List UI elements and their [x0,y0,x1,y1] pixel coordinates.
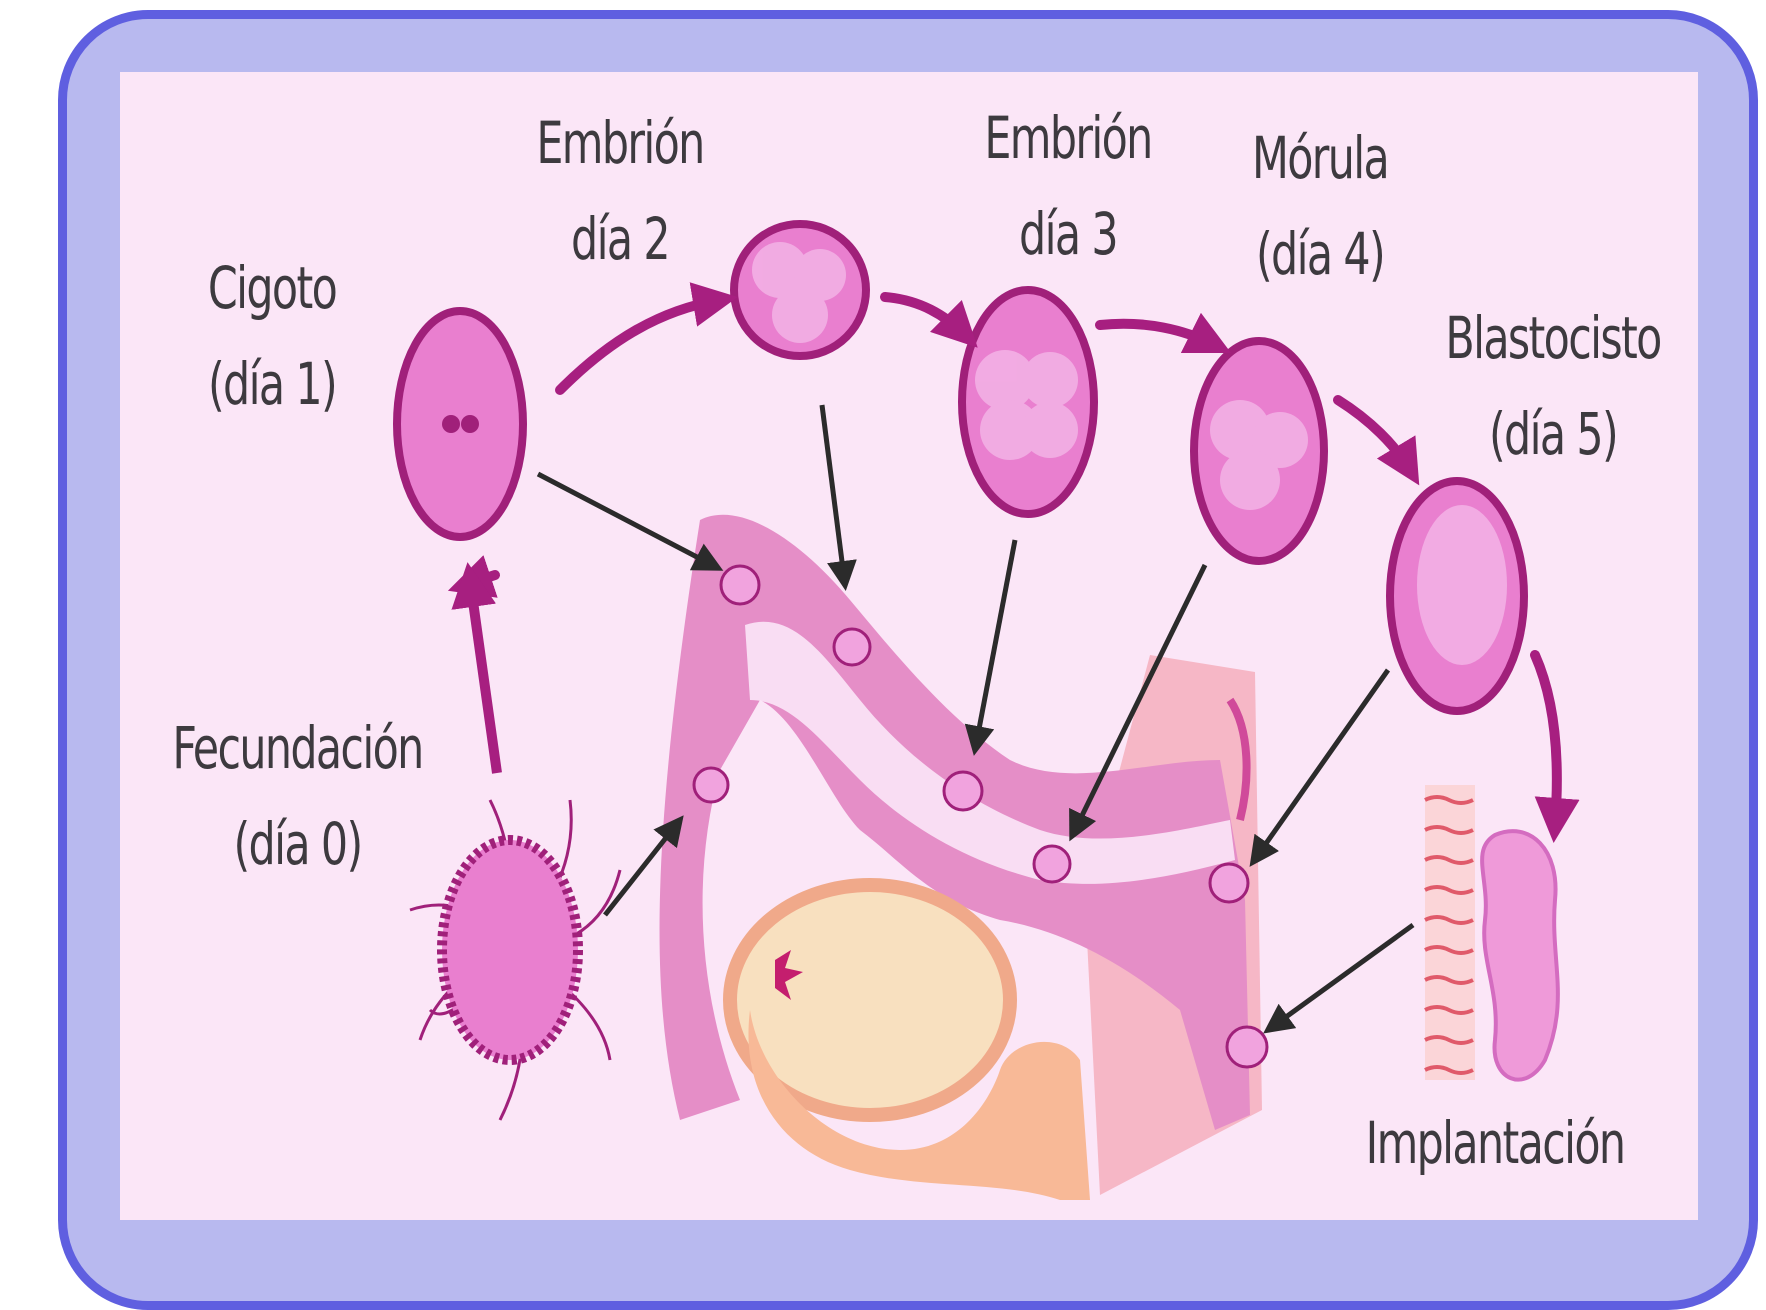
fertilization-ovum [410,800,620,1120]
label-morula: Mórula (día 4) [1226,110,1415,302]
label-embrion-dia-3: Embrión día 3 [974,90,1163,282]
label-fecundacion: Fecundación (día 0) [164,700,431,892]
label-implantacion: Implantación [1356,1095,1635,1191]
label-blastocisto: Blastocisto (día 5) [1434,290,1672,482]
label-embrion-dia-2: Embrión día 2 [526,95,715,287]
embryo-development-illustration [0,0,1766,1263]
label-cigoto: Cigoto (día 1) [198,240,346,432]
uterus-illustration [660,515,1267,1200]
implantation-illustration [1425,785,1558,1080]
embryo-day3-cell [962,290,1094,514]
